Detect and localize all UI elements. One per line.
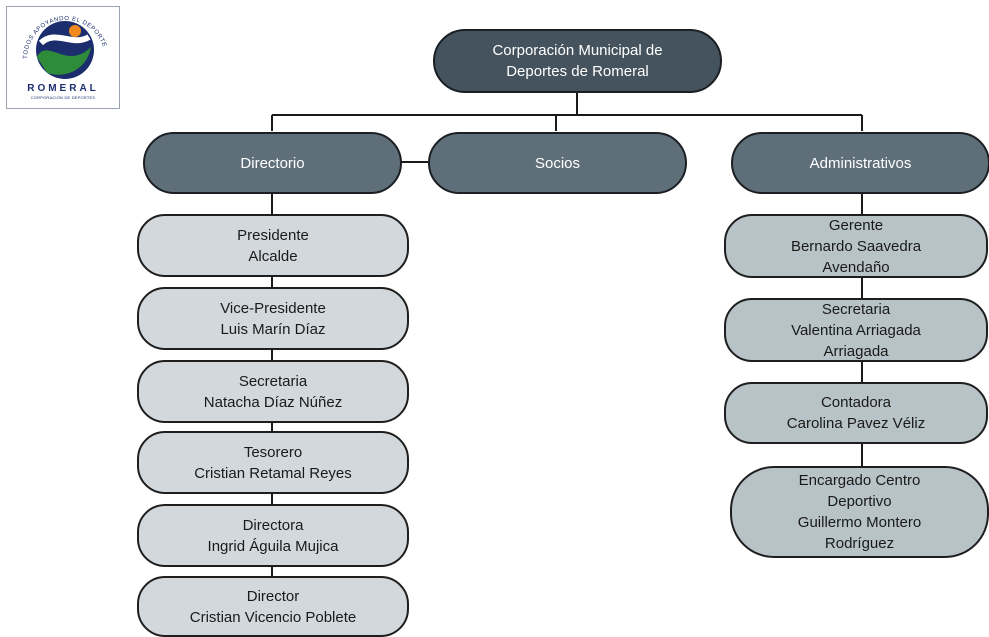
logo-subtitle: CORPORACIÓN DE DEPORTES	[30, 95, 96, 100]
branch-directorio-label: Directorio	[240, 154, 305, 172]
member-role: Vice-Presidente	[220, 299, 326, 317]
directorio-member-vice-presidente: Vice-Presidente Luis Marín Díaz	[137, 287, 409, 350]
root-line-1: Corporación Municipal de	[492, 42, 663, 59]
directorio-member-directora: Directora Ingrid Águila Mujica	[137, 504, 409, 567]
member-name: Cristian Retamal Reyes	[194, 464, 352, 482]
admin-line: Gerente	[828, 216, 884, 234]
root-line-2: Deportes de Romeral	[506, 63, 649, 80]
directorio-member-tesorero: Tesorero Cristian Retamal Reyes	[137, 431, 409, 494]
admin-line: Secretaria	[821, 300, 891, 318]
logo-wordmark: ROMERAL	[27, 83, 99, 94]
member-role: Tesorero	[243, 443, 303, 461]
directorio-member-director: Director Cristian Vicencio Poblete	[137, 576, 409, 637]
admin-member-encargado-centro-deportivo: Encargado Centro Deportivo Guillermo Mon…	[730, 466, 989, 558]
admin-line: Arriagada	[823, 342, 889, 360]
root-node: Corporación Municipal de Deportes de Rom…	[433, 29, 722, 93]
admin-line: Valentina Arriagada	[791, 321, 921, 339]
member-name: Luis Marín Díaz	[220, 320, 326, 338]
admin-line: Avendaño	[822, 258, 890, 276]
romeral-logo: TODOS APOYANDO EL DEPORTE ROMERAL CORPOR…	[6, 6, 120, 109]
branch-socios: Socios	[428, 132, 687, 194]
member-role: Presidente	[237, 226, 309, 244]
directorio-member-presidente: Presidente Alcalde	[137, 214, 409, 277]
admin-line: Bernardo Saavedra	[790, 237, 922, 255]
branch-administrativos-label: Administrativos	[809, 154, 912, 172]
member-name: Natacha Díaz Núñez	[203, 393, 343, 411]
directorio-member-secretaria: Secretaria Natacha Díaz Núñez	[137, 360, 409, 423]
admin-line: Carolina Pavez Véliz	[786, 415, 926, 432]
member-role: Director	[246, 587, 300, 605]
admin-member-gerente: Gerente Bernardo Saavedra Avendaño	[724, 214, 988, 278]
member-role: Directora	[242, 516, 304, 534]
admin-line: Guillermo Montero	[797, 514, 922, 531]
admin-line: Rodríguez	[824, 535, 895, 552]
member-name: Ingrid Águila Mujica	[207, 537, 339, 555]
admin-member-contadora: Contadora Carolina Pavez Véliz	[724, 382, 988, 444]
member-name: Alcalde	[248, 247, 298, 265]
branch-administrativos: Administrativos	[731, 132, 989, 194]
branch-socios-label: Socios	[534, 154, 581, 172]
admin-line: Deportivo	[827, 493, 892, 510]
member-name: Cristian Vicencio Poblete	[189, 608, 357, 626]
admin-line: Contadora	[820, 394, 892, 411]
admin-member-secretaria: Secretaria Valentina Arriagada Arriagada	[724, 298, 988, 362]
branch-directorio: Directorio	[143, 132, 402, 194]
sports-emblem-icon: TODOS APOYANDO EL DEPORTE	[23, 16, 106, 79]
member-role: Secretaria	[238, 372, 308, 390]
admin-line: Encargado Centro	[798, 472, 921, 489]
